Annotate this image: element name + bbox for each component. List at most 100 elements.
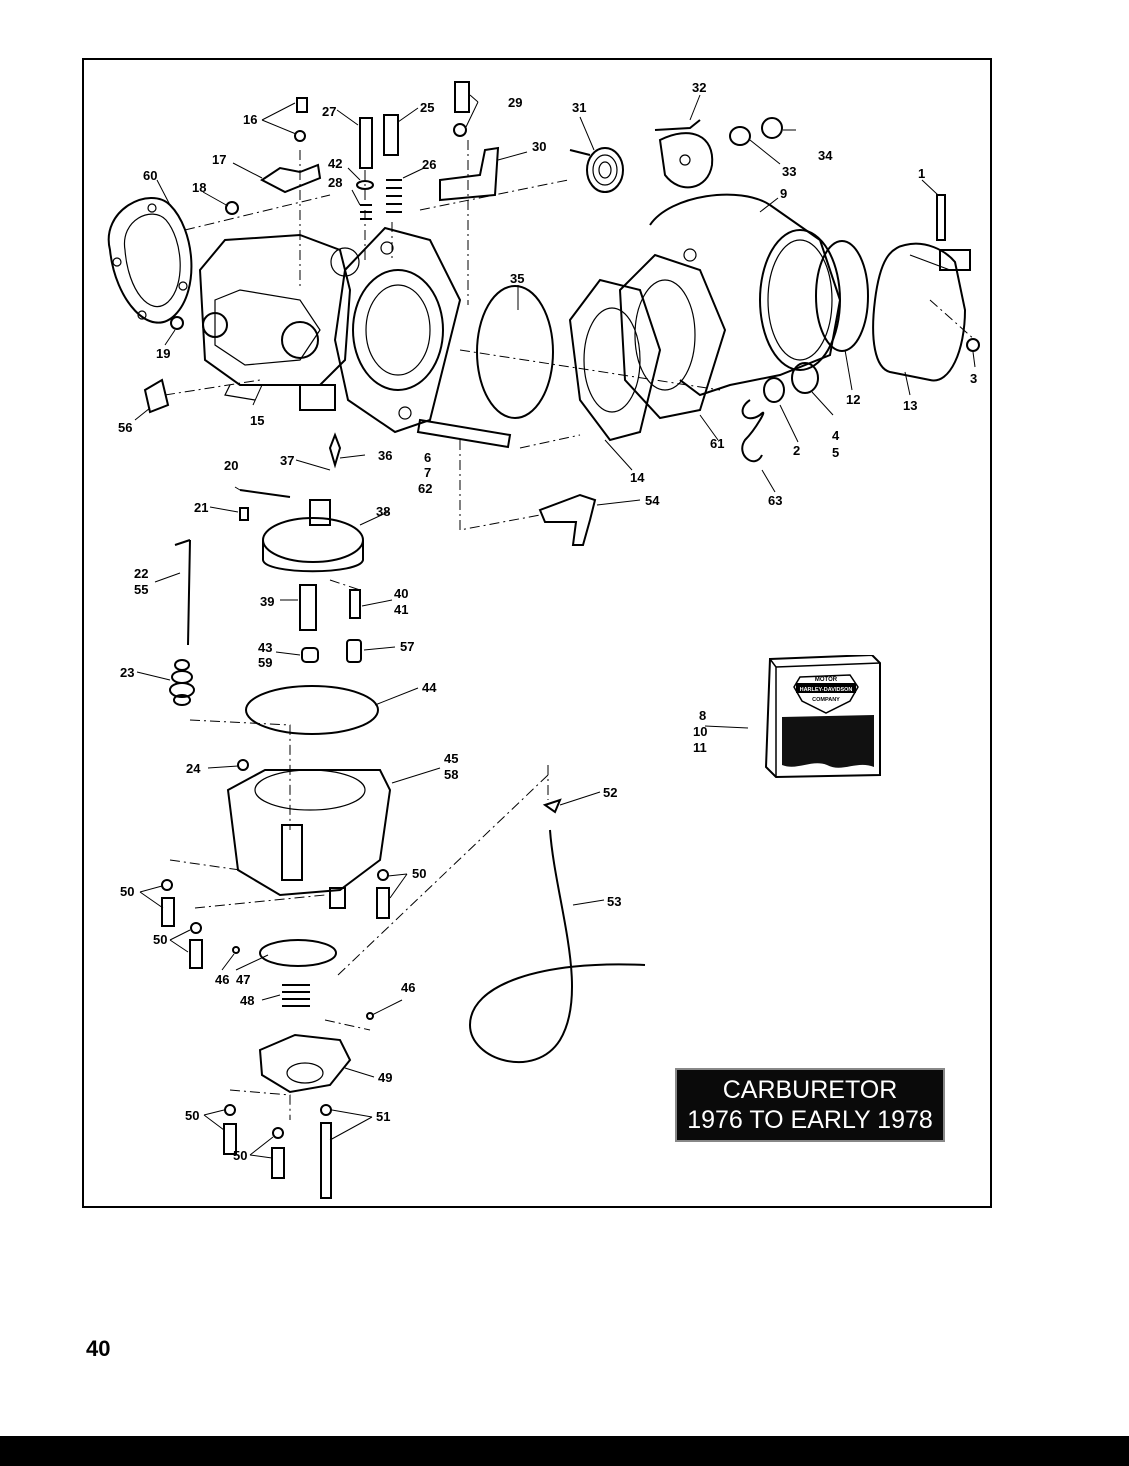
page-number: 40 (86, 1336, 111, 1361)
clamp-52 (542, 798, 562, 814)
callout-38: 38 (376, 504, 390, 519)
ring-46-a (232, 946, 240, 954)
float-bowl-45 (226, 769, 392, 909)
clamp-13 (872, 242, 971, 382)
air-cleaner-adapter-9 (649, 193, 842, 397)
callout-23: 23 (120, 665, 134, 680)
plug-43 (301, 647, 319, 663)
adapter-61 (618, 253, 727, 420)
leader-lines (134, 94, 976, 1159)
callout-22: 22 (134, 566, 148, 581)
wing-nut-56 (143, 378, 170, 414)
gasket-44 (245, 685, 379, 735)
nut-4 (791, 362, 819, 394)
main-jet-39 (299, 584, 317, 631)
washer-29 (453, 123, 467, 137)
callout-labels: 16 17 60 18 19 15 56 27 25 29 42 28 26 3… (118, 80, 977, 1163)
elbow-fitting-54 (538, 493, 597, 546)
callout-6: 6 (424, 450, 431, 465)
callout-52: 52 (603, 785, 617, 800)
jet-40 (349, 589, 361, 619)
screw-19 (170, 316, 184, 330)
diaphragm-47 (259, 939, 337, 967)
callout-42: 42 (328, 156, 342, 171)
o-ring-35 (476, 285, 554, 419)
gasket-14 (568, 278, 662, 442)
callout-63: 63 (768, 493, 782, 508)
nut-3 (966, 338, 980, 352)
harley-davidson-logo: MOTOR HARLEY-DAVIDSON COMPANY (793, 674, 859, 714)
callout-12: 12 (846, 392, 860, 407)
callout-26: 26 (422, 157, 436, 172)
screw-50-c (376, 887, 390, 919)
callout-43: 43 (258, 640, 272, 655)
float-38 (262, 499, 364, 573)
stud-6 (416, 418, 512, 449)
callout-36: 36 (378, 448, 392, 463)
bracket-30 (439, 146, 500, 202)
callout-31: 31 (572, 100, 586, 115)
callout-1: 1 (918, 166, 925, 181)
spring-28 (360, 204, 372, 220)
callout-44: 44 (422, 680, 437, 695)
pin-20 (239, 489, 291, 498)
washer-16 (294, 130, 306, 142)
bracket-17 (260, 163, 322, 194)
callout-56: 56 (118, 420, 132, 435)
screw-21 (239, 507, 249, 521)
callout-30: 30 (532, 139, 546, 154)
washer-50-e (272, 1127, 284, 1139)
screw-50-e (271, 1147, 285, 1179)
spring-26 (386, 179, 402, 213)
boot-23 (169, 659, 195, 706)
callout-8: 8 (699, 708, 706, 723)
screw-27 (359, 117, 373, 169)
callout-46-left: 46 (215, 972, 229, 987)
logo-top-text: MOTOR (815, 677, 838, 683)
callout-7: 7 (424, 465, 431, 480)
title-line-1: CARBURETOR (722, 1076, 898, 1104)
spring-31 (569, 147, 624, 193)
assembly-lines (164, 140, 976, 1120)
bottom-bar (0, 1436, 1129, 1466)
spring-63 (741, 399, 765, 463)
needle-valve-36 (328, 432, 342, 469)
screw-1 (936, 194, 946, 241)
callout-47: 47 (236, 972, 250, 987)
rod-22 (174, 539, 191, 646)
callout-25: 25 (420, 100, 434, 115)
callout-3: 3 (970, 371, 977, 386)
logo-bottom-text: COMPANY (812, 697, 840, 703)
carburetor-body-15 (198, 233, 360, 411)
callout-13: 13 (903, 398, 917, 413)
repair-kit-box: MOTOR HARLEY-DAVIDSON COMPANY (764, 655, 881, 779)
callout-35: 35 (510, 271, 524, 286)
callout-9: 9 (780, 186, 787, 201)
spring-48 (282, 984, 310, 1007)
screw-51 (320, 1122, 332, 1199)
callout-54: 54 (645, 493, 660, 508)
title-line-2: 1976 TO EARLY 1978 (687, 1106, 933, 1134)
callout-41: 41 (394, 602, 408, 617)
callout-5: 5 (832, 445, 839, 460)
callout-60: 60 (143, 168, 157, 183)
callout-45: 45 (444, 751, 458, 766)
carburetor-flange (333, 226, 462, 434)
ring-24 (237, 759, 249, 771)
plug-57 (346, 639, 362, 663)
callout-14: 14 (630, 470, 645, 485)
logo-middle-text: HARLEY-DAVIDSON (800, 687, 853, 693)
screw-50-d (223, 1123, 237, 1155)
washer-50-b (190, 922, 202, 934)
gasket-60 (107, 196, 193, 324)
callout-58: 58 (444, 767, 458, 782)
choke-lever-32 (654, 119, 714, 189)
callout-50-right: 50 (412, 866, 426, 881)
callout-19: 19 (156, 346, 170, 361)
washer-42 (356, 180, 374, 190)
screw-25 (383, 114, 399, 156)
screw-16 (296, 97, 308, 113)
callout-4: 4 (832, 428, 840, 443)
washer-51 (320, 1104, 332, 1116)
